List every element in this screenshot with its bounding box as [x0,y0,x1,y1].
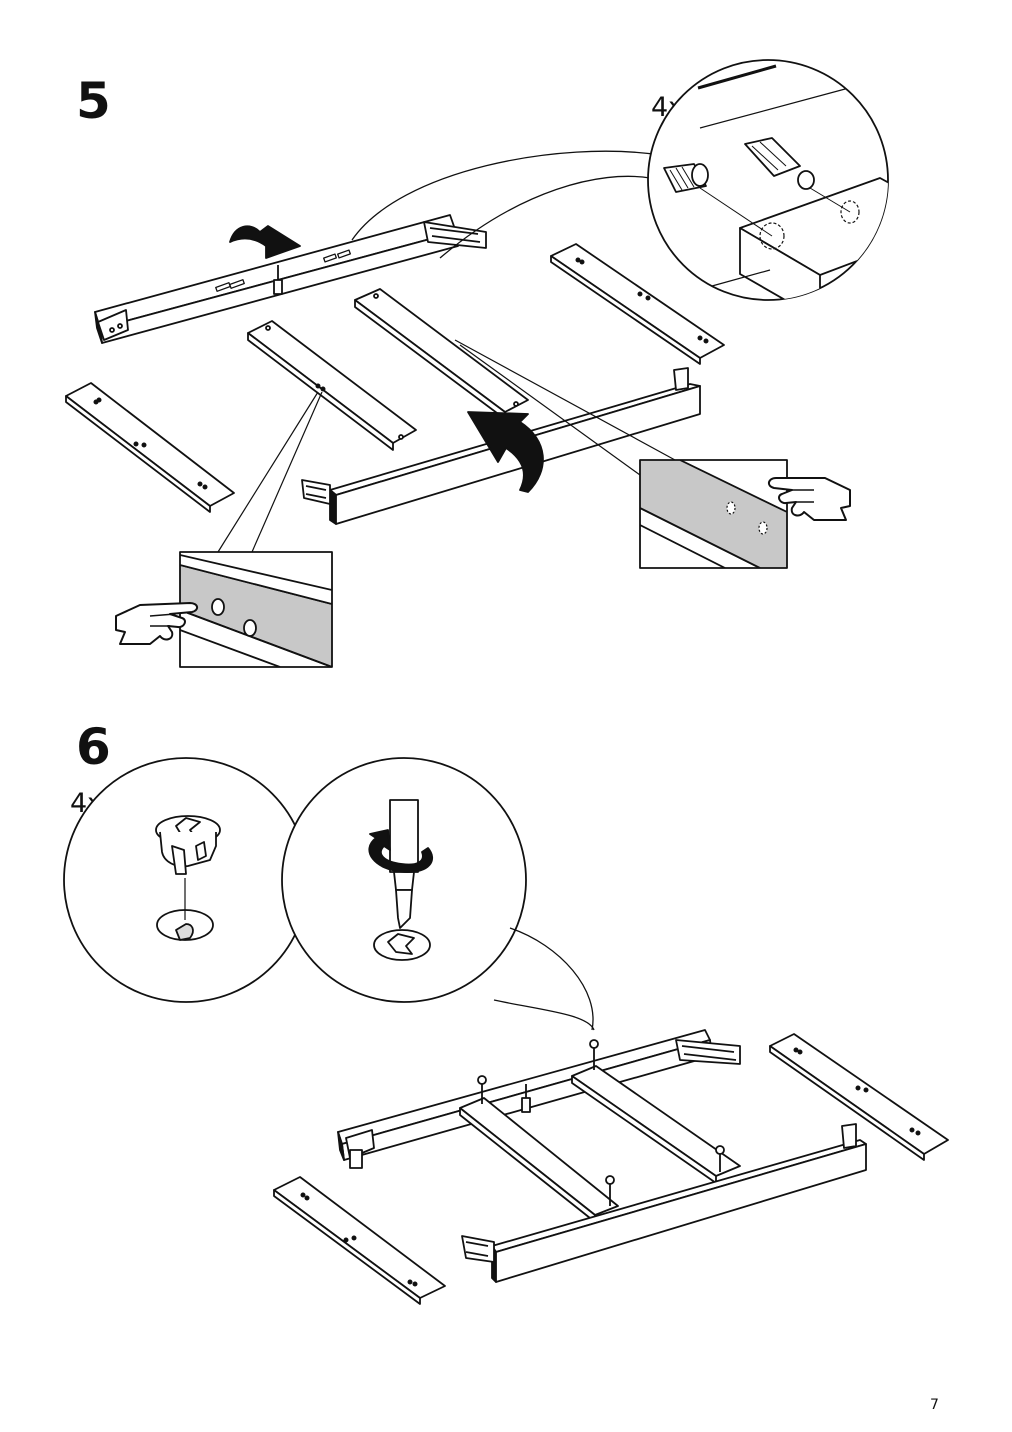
pointing-hand-icon [768,477,851,521]
rail-front-step6 [461,1123,867,1283]
screwdriver-icon [389,799,419,929]
detail-box-holes-rail [639,459,788,569]
slat-outer-left [273,1176,446,1305]
pointing-hand-icon [115,602,198,645]
slat-outer-right [769,1033,949,1161]
step-6-number: 6 [76,718,111,776]
rail-back-left [94,214,487,344]
slat-3 [354,288,529,420]
detail-box-holes-slat [179,551,333,668]
page-number: 7 [930,1397,939,1413]
step-5-number: 5 [76,72,111,130]
dowel-icon [744,137,815,190]
detail-circle-cam-lock [63,757,309,1003]
dowel-icon [663,163,709,193]
slat-1 [65,382,235,513]
slat-4 [550,243,725,365]
detail-circle-dowels [647,59,889,301]
rotate-arrow-icon [368,829,434,873]
detail-circle-screwdriver [281,757,527,1003]
slat-inner-left [459,1075,619,1223]
slat-2 [247,320,417,451]
cam-lock-icon [155,815,221,875]
arrow-rotate-icon [467,411,544,493]
arrow-push-icon [229,225,301,259]
slat-inner-right [571,1039,741,1184]
